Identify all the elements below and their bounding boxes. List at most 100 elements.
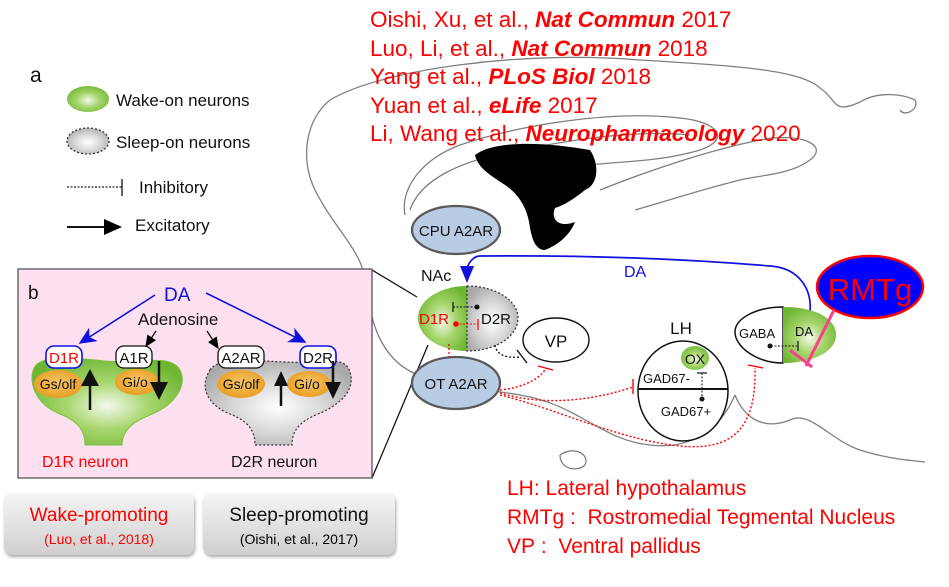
- sleep-promoting-label: Sleep-promoting: [229, 505, 369, 526]
- reference-year: 2018: [594, 64, 651, 90]
- zoom-connector-top: [371, 269, 418, 298]
- brain-outline: [305, 56, 926, 470]
- ot-to-lh-inhibit-line: [499, 386, 634, 402]
- vta-da-half: [783, 307, 836, 363]
- nac-d1r-label: D1R: [419, 311, 449, 328]
- ox-neuron: [681, 346, 709, 370]
- reference-authors: Luo, Li, et al.,: [370, 35, 512, 61]
- abbreviation-list: LH: Lateral hypothalamus RMTg : Rostrome…: [507, 474, 895, 561]
- reference-authors: Yuan et al.,: [370, 92, 489, 118]
- reference-authors: Yang et al.,: [370, 64, 489, 90]
- nac-d2r-half: [466, 285, 519, 352]
- gi-o-d2-protein: [287, 371, 331, 397]
- d2r-down-arrow-icon: [325, 361, 341, 399]
- panel-b-label: b: [28, 283, 39, 304]
- reference-item: Luo, Li, et al., Nat Commun 2018: [370, 35, 801, 64]
- vta-gaba-half: [734, 306, 784, 364]
- reference-year: 2018: [651, 35, 708, 61]
- wake-promoting-label: Wake-promoting: [29, 505, 169, 526]
- cpu-a2ar-region: [410, 204, 502, 256]
- gi-o-a1-protein: [115, 369, 159, 395]
- gs-olf-d1-protein: [34, 370, 82, 398]
- reference-authors: Li, Wang et al.,: [370, 121, 526, 147]
- d2r-to-vp-inhibit-bar: [516, 349, 528, 364]
- legend: Wake-on neurons Sleep-on neurons Inhibit…: [66, 86, 250, 235]
- abbreviation-lh: LH: Lateral hypothalamus: [507, 477, 747, 500]
- ot-a2ar-label: OT A2AR: [424, 376, 487, 393]
- wake-promoting-button[interactable]: Wake-promoting (Luo, et al., 2018): [4, 493, 194, 555]
- reference-year: 2017: [675, 7, 732, 32]
- d1r-up-arrow-icon: [81, 369, 99, 410]
- nac-d1r-half: [418, 286, 467, 351]
- vp-label: VP: [545, 332, 568, 351]
- panel-b-da-label: DA: [164, 285, 191, 306]
- da-pathway-label: DA: [624, 264, 647, 281]
- reference-item: Oishi, Xu, et al., Nat Commun 2017: [370, 6, 801, 35]
- reference-journal: Nat Commun: [511, 35, 652, 61]
- sleep-on-swatch-icon: [66, 127, 110, 155]
- vta-da-label: DA: [795, 324, 813, 339]
- adenosine-to-a1r-arrow: [145, 330, 157, 348]
- da-to-d1r-arrow: [78, 294, 156, 344]
- gad67-minus-label: GAD67-: [643, 371, 690, 386]
- rmtg-to-da-inhibit-line: [804, 309, 836, 367]
- ot-to-vp-inhibit-line: [499, 367, 547, 391]
- ox-label: OX: [685, 351, 706, 367]
- ot-a2ar-region: [410, 355, 502, 411]
- d2r-origin-dot: [474, 304, 480, 310]
- d1r-receptor: [45, 345, 83, 369]
- a2ar-receptor: [217, 345, 265, 369]
- ot-to-vta-inhibit-line: [499, 367, 756, 448]
- sleep-promoting-button[interactable]: Sleep-promoting (Oishi, et al., 2017): [203, 493, 395, 555]
- reference-journal: PLoS Biol: [488, 64, 595, 90]
- ventricle-shape: [475, 143, 597, 250]
- circuit: CPU A2AR DA NAc D1R D2R OT A2AR VP: [410, 204, 925, 448]
- da-pathway-arrowhead-icon: [460, 266, 474, 283]
- legend-sleep-on: Sleep-on neurons: [116, 133, 250, 152]
- d2r-receptor: [299, 345, 337, 369]
- reference-year: 2020: [744, 121, 801, 147]
- d2r-to-vp-inhibit-line: [494, 344, 521, 358]
- da-to-d2r-arrow: [205, 292, 307, 343]
- reference-authors: Oishi, Xu, et al.,: [370, 7, 536, 32]
- d2r-neuron-label: D2R neuron: [231, 454, 317, 471]
- lh-region: [637, 340, 729, 442]
- cpu-a2ar-label: CPU A2AR: [419, 223, 493, 240]
- a2ar-up-arrow-icon: [274, 371, 288, 406]
- reference-list: Oishi, Xu, et al., Nat Commun 2017 Luo, …: [370, 6, 801, 149]
- reference-item: Yuan et al., eLife 2017: [370, 92, 801, 121]
- a2ar-receptor-label: A2AR: [221, 350, 260, 367]
- abbreviation-vp: VP : Ventral pallidus: [507, 535, 701, 558]
- nac-label: NAc: [421, 268, 451, 285]
- wake-promoting-citation: (Luo, et al., 2018): [44, 531, 154, 547]
- reference-journal: Neuropharmacology: [525, 121, 745, 147]
- a1r-down-arrow-icon: [150, 361, 168, 400]
- d1r-receptor-label: D1R: [49, 350, 79, 367]
- wake-on-swatch-icon: [67, 86, 109, 112]
- nac-d2r-label: D2R: [481, 311, 511, 328]
- lh-label: LH: [670, 319, 692, 338]
- gi-o-d2-label: Gi/o: [294, 376, 320, 392]
- gaba-origin-dot: [767, 343, 773, 349]
- legend-excitatory: Excitatory: [135, 216, 210, 235]
- rmtg-label: RMTg: [828, 272, 912, 307]
- gs-olf-d1-label: Gs/olf: [40, 376, 77, 392]
- vp-region: [522, 317, 590, 363]
- legend-wake-on: Wake-on neurons: [116, 91, 250, 110]
- reference-journal: eLife: [488, 92, 542, 118]
- gs-olf-a2a-label: Gs/olf: [223, 376, 260, 392]
- ot-to-vta-inhibit-bar: [747, 364, 764, 369]
- adenosine-to-a2ar-arrow: [206, 330, 219, 350]
- legend-inhibitory: Inhibitory: [139, 178, 208, 197]
- da-pathway-line: [466, 255, 811, 313]
- panel-b-adenosine-label: Adenosine: [138, 310, 218, 329]
- reference-journal: Nat Commun: [535, 7, 676, 32]
- reference-item: Li, Wang et al., Neuropharmacology 2020: [370, 120, 801, 149]
- ot-to-vp-inhibit-bar: [537, 365, 554, 371]
- rmtg-to-da-inhibit-bar: [789, 348, 813, 369]
- gad67-origin-dot: [699, 396, 705, 402]
- abbreviation-rmtg: RMTg : Rostromedial Tegmental Nucleus: [507, 506, 896, 529]
- rmtg-region: [815, 254, 925, 320]
- d1r-origin-dot: [453, 321, 459, 327]
